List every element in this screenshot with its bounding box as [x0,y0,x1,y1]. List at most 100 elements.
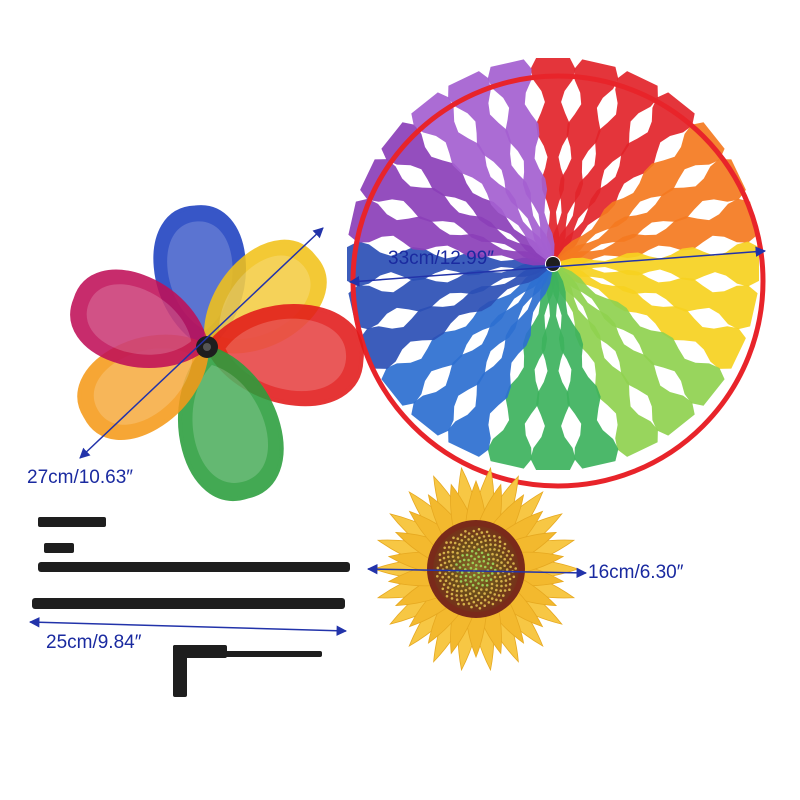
sunflower-seed [457,602,460,606]
sunflower-seed [489,543,492,546]
sunflower-seed [505,554,509,557]
sunflower-seed [477,548,481,551]
sunflower-seed [466,563,470,566]
sunflower-seed [439,579,442,583]
sunflower-seed [457,584,460,588]
sunflower-seed [452,584,456,587]
sunflower-seed [436,575,439,578]
sunflower-seed [455,598,459,601]
sunflower-seed [445,590,449,594]
sunflower-seed [490,587,494,590]
dimension-line-sunflower [366,563,588,579]
sunflower-seed [438,553,442,556]
sunflower-seed [483,598,487,602]
sunflower-seed [496,559,500,562]
sunflower-seed [439,563,443,567]
sunflower-seed [507,572,511,576]
sunflower-seed [441,587,445,591]
stick-icon [32,517,350,697]
sunflower-seed [493,534,496,538]
sunflower-seed [480,595,484,599]
sunflower-seed [489,566,493,569]
sunflower-seed [503,564,506,567]
sunflower-seed [462,545,465,549]
sunflower-size-label: 16cm/6.30″ [588,562,684,583]
wheel-spoke [411,92,551,260]
sunflower-seed [464,579,467,582]
sunflower-seed [486,562,490,565]
sunflower-seed [497,571,500,575]
sunflower-seed [456,551,459,555]
sunflower-seed [475,604,478,607]
rod-thin [222,651,322,657]
sunflower-seed [474,594,477,598]
wheel-spoke [381,266,549,406]
sunflower-seed [467,545,471,548]
sunflower-seed [447,575,451,579]
sunflower-seed [483,592,486,595]
sunflower-seed [495,579,498,583]
sunflower-seed [450,597,454,600]
wheel-spoke [411,268,551,436]
sunflower-seed [471,583,475,587]
sunflower-seed [481,578,484,582]
sunflower-seed [446,550,450,554]
sunflower-seed [460,594,463,597]
sunflower-seed [490,597,494,600]
sunflower-seed [460,539,464,542]
sunflower-seed [503,547,506,550]
sunflower-seed [480,545,484,549]
rod-lower [32,598,345,609]
sunflower-seed [494,543,497,547]
sunflower-seed [465,583,469,586]
sunflower-seed [490,582,494,586]
sunflower-seed [469,580,473,583]
sunflower-seed [445,541,448,544]
sunflower-seed [482,535,486,538]
sunflower-seed [456,547,460,550]
sunflower-seed [473,557,477,561]
rod-size-label: 25cm/9.84″ [46,632,142,653]
wheel-spoke [553,269,658,457]
sunflower-seed [474,567,478,571]
sunflower-seed [508,577,512,581]
sunflower-seed [483,565,487,569]
sunflower-seed [480,531,484,534]
sunflower-seed [455,574,458,578]
sunflower-seed [482,555,486,559]
sunflower-seed [442,583,446,586]
sunflower-seed [479,540,483,544]
sunflower-seed [467,602,471,605]
sunflower-seed [473,538,477,542]
dimension-line-flower [79,227,324,459]
dimension-line-rod [28,617,348,636]
sunflower-seed [459,533,463,537]
sunflower-seed [508,588,511,591]
sunflower-seed [485,579,488,582]
sunflower-seed [498,540,502,543]
sunflower-seed [445,565,449,569]
sunflower-seed [500,584,503,588]
sunflower-seed [503,542,507,546]
sunflower-seed [460,571,464,574]
sunflower-seed [464,593,468,597]
sunflower-seed [459,580,463,583]
sunflower-seed [470,549,474,553]
sunflower-seed [462,602,466,606]
sunflower-seed [514,567,517,570]
sunflower-seed [474,552,478,555]
rod-handle-bend [173,645,227,658]
sunflower-seed [444,572,447,576]
wheel-size-label: 33cm/12.99″ [388,248,495,269]
sunflower-seed [504,579,508,582]
sunflower-seed [461,598,464,602]
dimension-lines [28,227,767,636]
sunflower-seed [472,600,476,604]
sunflower-seed [495,564,499,567]
sunflower-seed [482,559,486,563]
sunflower-seed [455,589,459,593]
sunflower-seed [488,538,492,542]
sunflower-seed [487,557,491,561]
wheel-spoke [555,92,695,260]
sunflower-seed [499,575,502,579]
